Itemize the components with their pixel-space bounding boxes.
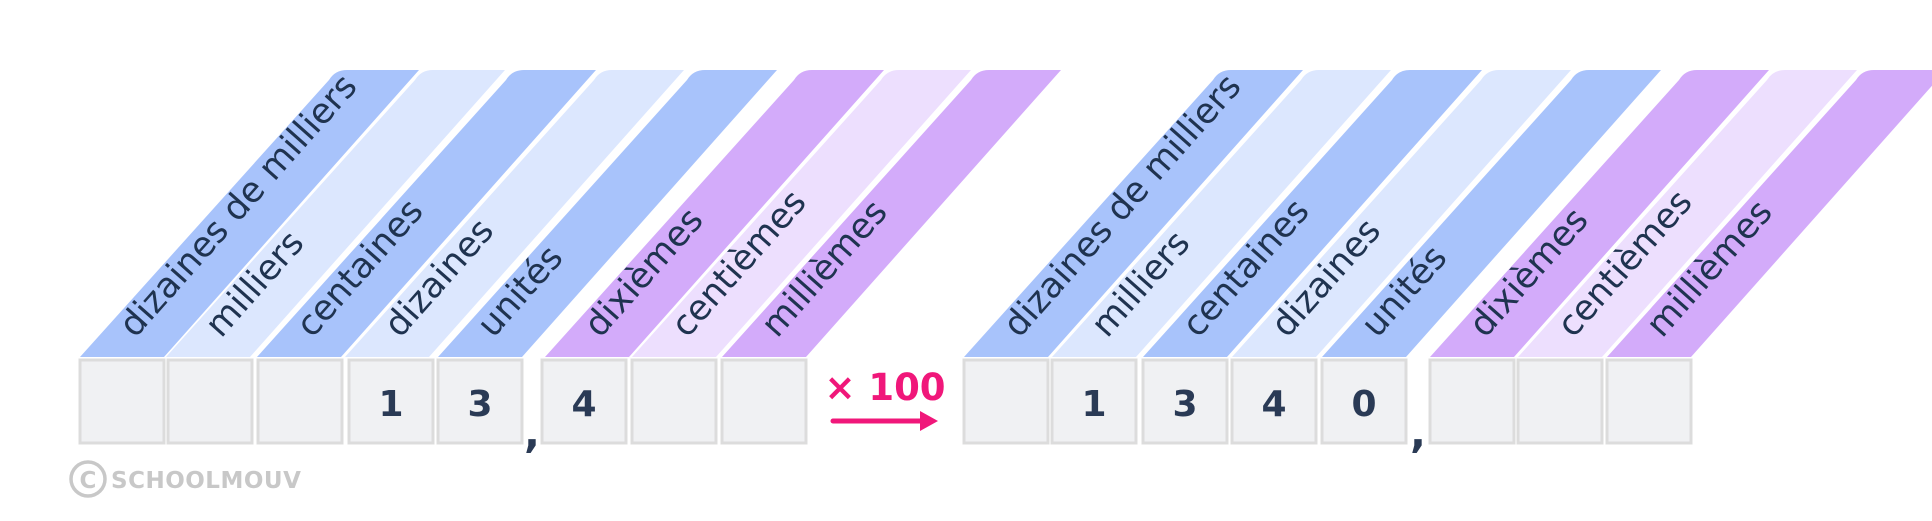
digit-cell xyxy=(540,358,628,445)
digit-cell xyxy=(1428,358,1516,445)
column-banner xyxy=(257,70,596,357)
cell-digit: 3 xyxy=(1172,384,1197,425)
digit-cell xyxy=(720,358,808,445)
digit-cell xyxy=(1050,358,1138,445)
column-banner xyxy=(545,70,884,357)
column-banner xyxy=(1430,70,1769,357)
digit-cell xyxy=(1141,358,1229,445)
decimal-comma: , xyxy=(1410,408,1426,457)
column-banner xyxy=(80,70,419,357)
digit-cell xyxy=(256,358,344,445)
column-banner xyxy=(345,70,684,357)
column-banner xyxy=(722,70,1061,357)
operation-label: × 100 xyxy=(824,366,945,409)
digit-cell xyxy=(1230,358,1318,445)
column-banner xyxy=(1232,70,1571,357)
column-banner xyxy=(1052,70,1391,357)
cell-digit: 0 xyxy=(1351,384,1376,425)
copyright-icon: C xyxy=(69,460,107,498)
logo-text: SCHOOLMOUV xyxy=(111,468,301,494)
digit-cell xyxy=(78,358,166,445)
digit-cell xyxy=(1516,358,1604,445)
column-banner xyxy=(1322,70,1661,357)
column-banner xyxy=(438,70,777,357)
cell-digit: 4 xyxy=(1261,384,1286,425)
right-place-value-table: dizaines de milliersmilliers1centaines3d… xyxy=(962,67,1932,457)
left-place-value-table: dizaines de milliersmillierscentainesdiz… xyxy=(78,67,1061,457)
svg-text:C: C xyxy=(80,468,97,494)
column-banner xyxy=(1607,70,1932,357)
decimal-comma: , xyxy=(524,408,540,457)
digit-cell xyxy=(1320,358,1408,445)
digit-cell xyxy=(347,358,435,445)
cell-digit: 4 xyxy=(571,384,596,425)
digit-cell xyxy=(1605,358,1693,445)
cell-digit: 1 xyxy=(378,384,403,425)
digit-cell xyxy=(962,358,1050,445)
column-banner xyxy=(1143,70,1482,357)
cell-digit: 3 xyxy=(467,384,492,425)
digit-cell xyxy=(166,358,254,445)
column-banner xyxy=(964,70,1303,357)
cell-digit: 1 xyxy=(1081,384,1106,425)
multiply-operation: × 100 xyxy=(824,366,946,431)
column-banner xyxy=(1518,70,1857,357)
digit-cell xyxy=(436,358,524,445)
column-banner xyxy=(166,70,505,357)
right-arrow-icon xyxy=(830,411,938,431)
digit-cell xyxy=(630,358,718,445)
schoolmouv-logo: C SCHOOLMOUV xyxy=(69,460,301,498)
column-banner xyxy=(632,70,971,357)
